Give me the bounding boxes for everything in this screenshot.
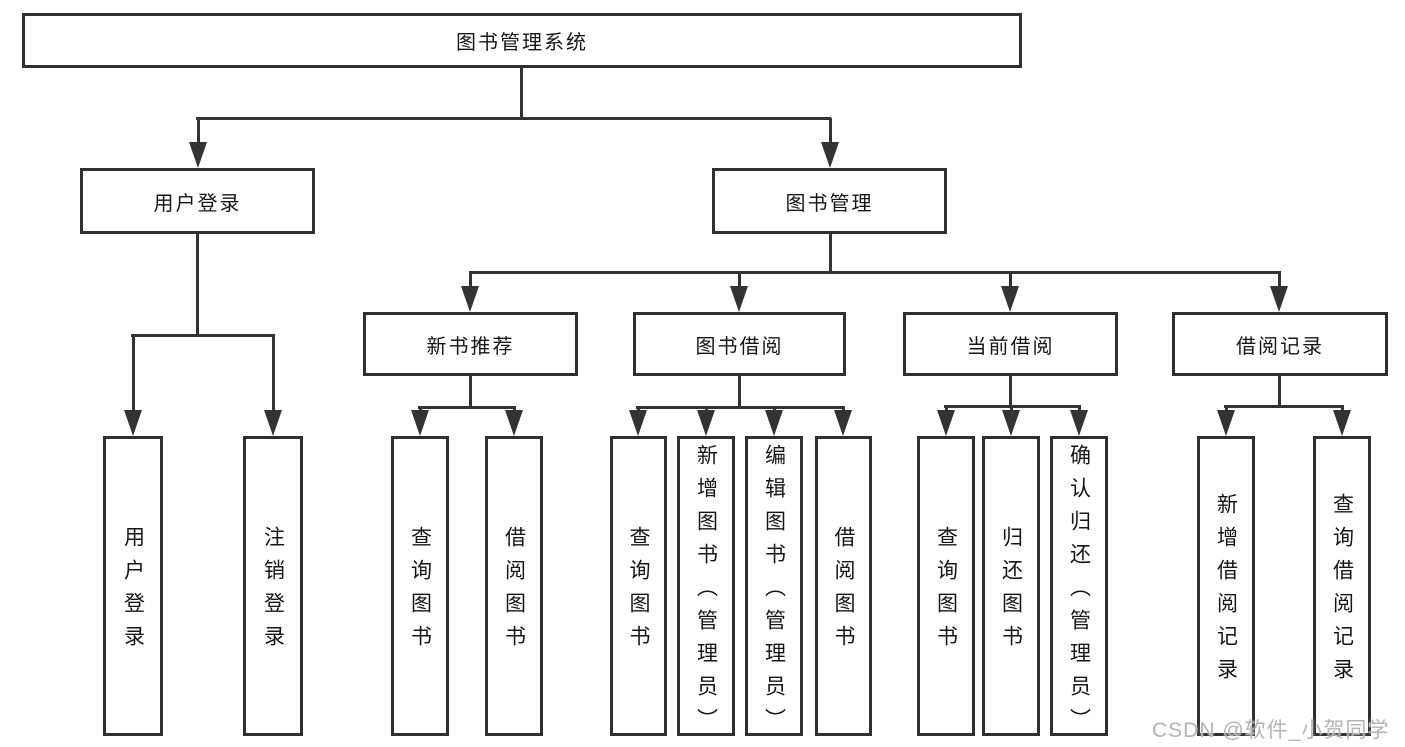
leaf-add-books-admin-label: 新增图书（管理员） [694,443,718,741]
arrow-down-icon [821,142,839,168]
leaf-query-borrow-record-label: 查询借阅记录 [1330,493,1354,691]
leaf-newbook-borrow-books: 借阅图书 [485,436,543,736]
connector-arrow-shaft [272,335,275,414]
leaf-borrow-books-label: 借阅图书 [832,526,855,658]
node-book-borrowing: 图书借阅 [633,312,846,376]
connector-stem [1278,374,1281,408]
connector-elbow [418,406,516,409]
leaf-newbook-query-books: 查询图书 [391,436,449,736]
leaf-return-books: 归还图书 [982,436,1040,736]
watermark: CSDN @软件_小贺同学 [1152,719,1390,742]
arrow-down-icon [697,410,715,436]
connector-stem [520,66,523,120]
connector-elbow [469,271,1281,274]
connector-stem [469,374,472,409]
leaf-edit-books-admin-label: 编辑图书（管理员） [762,443,786,741]
arrow-down-icon [1217,410,1235,436]
arrow-down-icon [1070,410,1088,436]
node-current-borrowing-label: 当前借阅 [966,335,1055,358]
leaf-logout-label: 注销登录 [261,526,285,658]
leaf-edit-books-admin: 编辑图书（管理员） [745,436,803,741]
node-user-login-label: 用户登录 [153,192,242,215]
arrow-down-icon [189,142,207,168]
leaf-borrow-query-books-label: 查询图书 [627,526,650,658]
connector-elbow [131,334,275,337]
node-book-management-label: 图书管理 [785,192,874,215]
leaf-borrow-query-books: 查询图书 [610,436,667,736]
arrow-down-icon [411,410,429,436]
arrow-down-icon [461,286,479,312]
connector-stem [1009,374,1012,408]
connector-arrow-shaft [1278,272,1281,290]
arrow-down-icon [834,410,852,436]
connector-elbow [636,406,845,409]
arrow-down-icon [629,410,647,436]
node-new-book-recommend: 新书推荐 [363,312,578,376]
arrow-down-icon [937,410,955,436]
arrow-down-icon [1002,410,1020,436]
leaf-logout: 注销登录 [243,436,303,736]
node-borrowing-records: 借阅记录 [1172,312,1388,376]
connector-stem [196,232,199,337]
leaf-query-borrow-record: 查询借阅记录 [1313,436,1371,736]
leaf-current-query-books-label: 查询图书 [934,526,958,658]
node-root-label: 图书管理系统 [456,32,588,54]
connector-elbow [196,117,831,120]
leaf-borrow-books: 借阅图书 [815,436,872,736]
connector-stem [738,374,741,409]
leaf-user-login-label: 用户登录 [121,526,145,658]
leaf-newbook-query-books-label: 查询图书 [408,526,432,658]
connector-arrow-shaft [469,272,472,290]
arrow-down-icon [1001,286,1019,312]
connector-elbow [1224,405,1344,408]
leaf-add-books-admin: 新增图书（管理员） [677,436,735,741]
node-borrowing-records-label: 借阅记录 [1236,335,1324,358]
leaf-newbook-borrow-books-label: 借阅图书 [502,526,526,658]
leaf-add-borrow-record-label: 新增借阅记录 [1214,493,1238,691]
node-book-borrowing-label: 图书借阅 [695,335,784,358]
leaf-user-login: 用户登录 [103,436,163,736]
leaf-confirm-return-admin-label: 确认归还（管理员） [1067,443,1091,741]
leaf-return-books-label: 归还图书 [999,526,1023,658]
leaf-current-query-books: 查询图书 [917,436,975,736]
connector-arrow-shaft [132,335,135,414]
arrow-down-icon [1270,286,1288,312]
connector-arrow-shaft [1009,272,1012,290]
arrow-down-icon [505,410,523,436]
connector-arrow-shaft [829,118,832,146]
node-user-login: 用户登录 [80,168,315,234]
arrow-down-icon [1333,410,1351,436]
node-book-management: 图书管理 [712,168,947,234]
arrow-down-icon [264,410,282,436]
leaf-confirm-return-admin: 确认归还（管理员） [1050,436,1108,741]
connector-arrow-shaft [197,118,200,146]
node-current-borrowing: 当前借阅 [903,312,1118,376]
connector-stem [829,232,832,274]
node-new-book-recommend-label: 新书推荐 [426,335,515,358]
arrow-down-icon [765,410,783,436]
arrow-down-icon [730,286,748,312]
leaf-add-borrow-record: 新增借阅记录 [1197,436,1255,736]
node-root: 图书管理系统 [22,13,1022,68]
connector-arrow-shaft [738,272,741,290]
arrow-down-icon [124,410,142,436]
